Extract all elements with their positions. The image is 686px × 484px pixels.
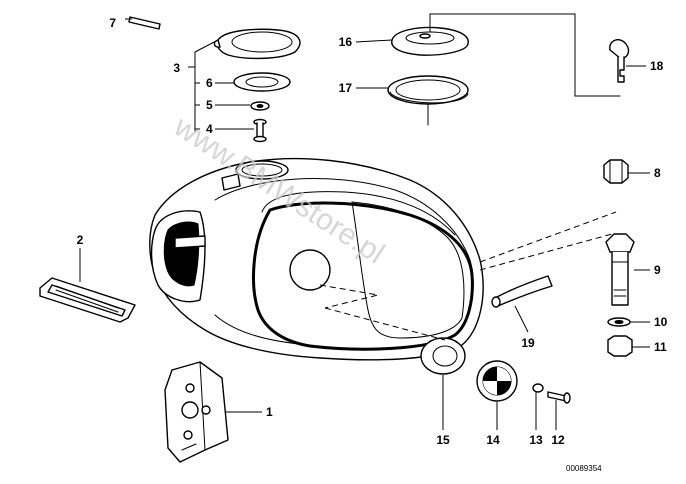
part-label-13: 13	[529, 433, 543, 447]
fuel-tank	[149, 157, 484, 361]
badge-gasket-part	[420, 337, 466, 375]
emblem-part	[476, 360, 518, 402]
washer-part-10	[607, 317, 631, 327]
screw-part	[253, 118, 267, 143]
part-label-12: 12	[551, 433, 565, 447]
cap-nut-part	[603, 159, 629, 184]
cap-ring-part	[387, 75, 469, 126]
emblem-screw-part	[547, 391, 571, 404]
part-label-19: 19	[521, 336, 535, 350]
part-label-9: 9	[654, 263, 661, 277]
part-label-8: 8	[654, 166, 661, 180]
gasket-part	[233, 72, 291, 92]
part-label-5: 5	[206, 98, 213, 112]
part-label-2: 2	[77, 233, 84, 247]
part-label-4: 4	[206, 122, 213, 136]
part-label-10: 10	[654, 315, 668, 329]
part-label-3: 3	[173, 61, 180, 75]
knee-pad-part	[39, 277, 136, 323]
filler-cap-part	[213, 28, 301, 60]
nut-part	[607, 335, 633, 357]
lockable-cap-part	[391, 13, 621, 97]
part-label-15: 15	[436, 433, 450, 447]
washer-part	[250, 101, 270, 111]
part-label-11: 11	[654, 340, 667, 354]
mounting-bracket-part	[164, 361, 229, 463]
part-label-16: 16	[339, 35, 353, 49]
part-label-18: 18	[650, 59, 664, 73]
part-label-14: 14	[486, 433, 500, 447]
diagram-reference-code: 00089354	[566, 464, 602, 473]
hose-part	[491, 275, 553, 308]
part-number-labels: 7 3 6 5 4 16 17 18 8 9 10 11 19 2 1 15 1…	[77, 16, 668, 447]
stud-bolt-part	[605, 233, 635, 306]
part-label-7: 7	[109, 16, 116, 30]
part-label-17: 17	[339, 81, 353, 95]
pin-part	[128, 16, 161, 30]
part-label-1: 1	[266, 405, 273, 419]
part-label-6: 6	[206, 76, 213, 90]
key-part	[609, 39, 630, 83]
small-washer-part	[532, 383, 544, 393]
leader-lines	[79, 18, 650, 430]
